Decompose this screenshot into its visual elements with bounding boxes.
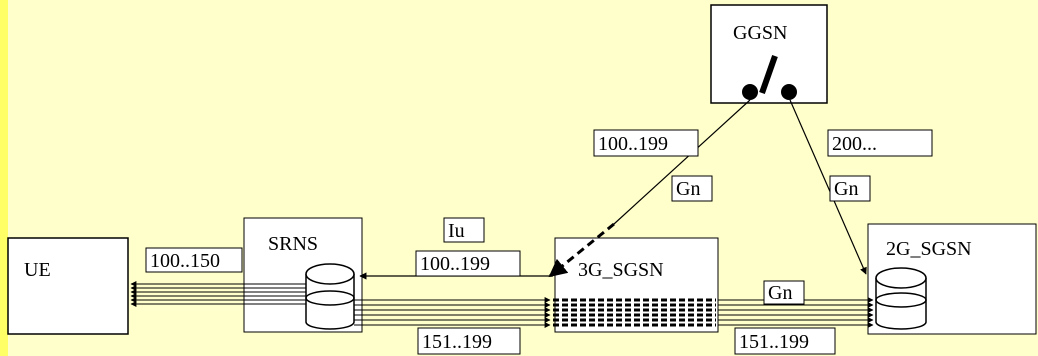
left-border-strip <box>0 0 8 356</box>
ggsn-switch-contact-right <box>781 84 797 100</box>
sgsn3g-internal-dashed <box>553 298 716 327</box>
srns-database-icon <box>305 263 355 330</box>
ggsn-3g-link <box>548 99 751 278</box>
svg-text:151..199: 151..199 <box>739 331 809 353</box>
srns-3g-bundle <box>354 297 551 328</box>
svg-text:Iu: Iu <box>448 220 465 242</box>
svg-text:100..199: 100..199 <box>420 253 490 275</box>
svg-text:151..199: 151..199 <box>422 331 492 353</box>
svg-text:100..150: 100..150 <box>150 250 220 272</box>
label-srns-3g-range: 100..199 <box>415 250 521 277</box>
label-gn-3g-2g: Gn <box>763 280 805 305</box>
ggsn-2g-link <box>789 99 867 275</box>
svg-text:Gn: Gn <box>768 282 792 304</box>
svg-text:Gn: Gn <box>834 178 858 200</box>
sgsn2g-label: 2G_SGSN <box>886 238 972 260</box>
ue-node: UE <box>7 237 129 335</box>
ggsn-node: GGSN <box>710 4 828 104</box>
svg-text:Gn: Gn <box>676 178 700 200</box>
label-ggsn-2g-range: 200... <box>827 129 933 157</box>
label-sgsn3g-2g-bottom-range: 151..199 <box>734 327 836 355</box>
ue-label: UE <box>24 259 51 281</box>
svg-text:200...: 200... <box>832 133 877 155</box>
srns-label: SRNS <box>268 233 318 255</box>
svg-text:100..199: 100..199 <box>598 133 668 155</box>
sgsn3g-label: 3G_SGSN <box>578 259 664 281</box>
label-iu: Iu <box>443 217 485 243</box>
label-srns-3g-bottom-range: 151..199 <box>417 327 521 355</box>
sgsn2g-database-icon <box>875 267 927 330</box>
label-ggsn-3g-interface: Gn <box>671 175 713 202</box>
label-ggsn-3g-range: 100..199 <box>593 129 699 157</box>
label-ggsn-2g-interface: Gn <box>829 175 871 202</box>
ggsn-switch-lever <box>759 55 778 94</box>
ggsn-label: GGSN <box>733 22 787 44</box>
ggsn-switch-contact-left <box>742 84 758 100</box>
label-ue-srns-range: 100..150 <box>145 247 243 273</box>
ue-srns-bundle <box>130 281 306 307</box>
